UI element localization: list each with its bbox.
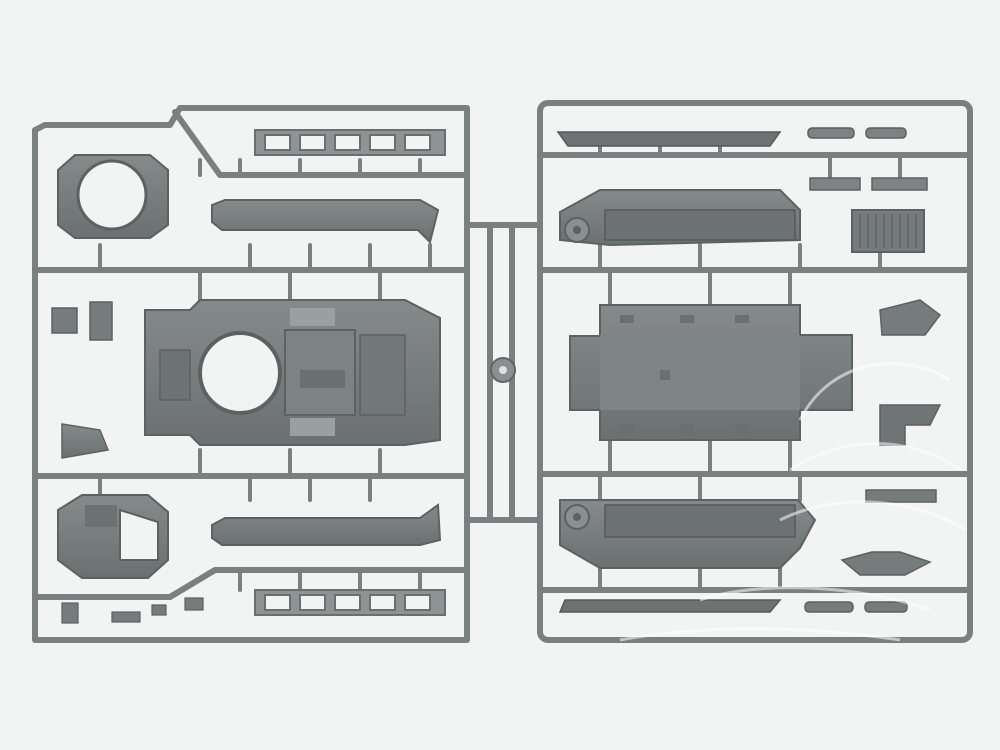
fender-part-bottom [211, 503, 442, 546]
fender-part-top [211, 199, 440, 244]
side-hull-panel-bottom [559, 499, 817, 569]
track-strip-bottom [558, 599, 782, 613]
small-bracket-left [51, 301, 113, 341]
grille-strip-bottom [254, 589, 446, 616]
mantlet-part [57, 494, 169, 579]
grille-strip-top [254, 129, 446, 156]
small-parts-bottom-right [804, 489, 937, 613]
left-frame-top-diagonal [172, 109, 470, 178]
side-hull-panel-top [559, 189, 801, 247]
right-frame-outer [537, 100, 973, 643]
grille-panel-right [851, 209, 925, 253]
plate-part-left [61, 423, 110, 459]
sprue-gates [98, 143, 902, 592]
hull-upper-part [144, 299, 441, 446]
turret-ring-part [57, 154, 169, 239]
small-handles-top-right [807, 127, 928, 191]
tiny-parts-bottom-left [61, 597, 204, 624]
hull-floor-plate [569, 304, 853, 441]
left-frame-bottom-diagonal [32, 567, 470, 600]
left-frame-outer [32, 105, 470, 643]
track-strip-top [556, 131, 782, 147]
bracket-part-right [879, 299, 942, 446]
right-sprue-frame [537, 100, 973, 643]
watermark-logo [619, 362, 966, 642]
